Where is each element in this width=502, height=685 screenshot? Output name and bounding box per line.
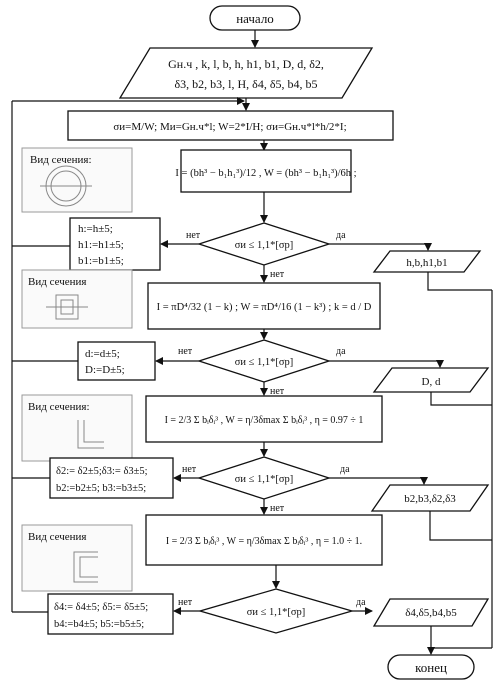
output-1-text: h,b,h1,b1 — [406, 257, 447, 269]
section-label-1: Вид сечения: — [30, 154, 92, 166]
rect-inertia-process: I = (bh³ − b₁h₁³)/12 , W = (bh³ − b₁h₁³)… — [175, 149, 357, 193]
update-2: d:=d±5; D:=D±5; — [77, 341, 156, 381]
angle-inertia-process: I = 2/3 Σ bᵢδᵢ³ , W = η/3δmax Σ bᵢδᵢ³ , … — [145, 395, 383, 443]
update-3-delta: δ2:= δ2±5;δ3:= δ3±5; — [56, 466, 148, 477]
start-label: начало — [236, 11, 274, 26]
decision-4-yes: да — [356, 597, 366, 608]
decision-2-no-down: нет — [270, 386, 285, 397]
decision-3-no: нет — [182, 464, 197, 475]
decision-2: σи ≤ 1,1*[σр] — [196, 339, 332, 383]
channel-formula: I = 2/3 Σ bᵢδᵢ³ , W = η/3δmax Σ bᵢδᵢ³ , … — [166, 536, 362, 547]
decision-2-yes: да — [336, 346, 346, 357]
decision-4-text: σи ≤ 1,1*[σр] — [247, 607, 306, 618]
update-4: δ4:= δ4±5; δ5:= δ5±5; b4:=b4±5; b5:=b5±5… — [47, 593, 174, 635]
output-3: b2,b3,δ2,δ3 — [370, 484, 490, 512]
section-label-3: Вид сечения: — [28, 401, 90, 413]
update-4-delta: δ4:= δ4±5; δ5:= δ5±5; — [54, 602, 148, 613]
output-4: δ4,δ5,b4,b5 — [372, 598, 490, 627]
section-view-channel: Вид сечения — [21, 524, 133, 592]
decision-3-yes: да — [340, 464, 350, 475]
decision-1-text: σи ≤ 1,1*[σр] — [235, 240, 294, 251]
input-line-2: δ3, b2, b3, l, H, δ4, δ5, b4, b5 — [175, 77, 318, 91]
decision-3-no-down: нет — [270, 503, 285, 514]
input-line-1: Gн.ч , k, l, b, h, h1, b1, D, d, δ2, — [168, 57, 324, 71]
channel-inertia-process: I = 2/3 Σ bᵢδᵢ³ , W = η/3δmax Σ bᵢδᵢ³ , … — [145, 514, 383, 566]
angle-formula: I = 2/3 Σ bᵢδᵢ³ , W = η/3δmax Σ bᵢδᵢ³ , … — [165, 415, 364, 426]
stress-formula-process: σи=M/W; Mи=Gн.ч*l; W=2*I/H; σи=Gн.ч*l*h/… — [67, 110, 394, 141]
decision-2-text: σи ≤ 1,1*[σр] — [235, 357, 294, 368]
decision-1: σи ≤ 1,1*[σр] — [196, 222, 332, 266]
output-1: h,b,h1,b1 — [372, 250, 482, 273]
update-1-h: h:=h±5; — [78, 223, 113, 235]
section-label-2: Вид сечения — [28, 276, 86, 288]
decision-1-no-down: нет — [270, 269, 285, 280]
update-1-h1: h1:=h1±5; — [78, 239, 124, 251]
update-2-D: D:=D±5; — [85, 364, 125, 376]
start-terminal: начало — [209, 5, 301, 31]
ring-formula: I = πD⁴/32 (1 − k) ; W = πD⁴/16 (1 − k³)… — [157, 302, 372, 313]
decision-4: σи ≤ 1,1*[σр] — [197, 588, 355, 634]
output-3-text: b2,b3,δ2,δ3 — [404, 493, 456, 505]
decision-4-no: нет — [178, 597, 193, 608]
ring-inertia-process: I = πD⁴/32 (1 − k) ; W = πD⁴/16 (1 − k³)… — [147, 282, 381, 330]
output-2: D, d — [372, 367, 490, 393]
input-parameters: Gн.ч , k, l, b, h, h1, b1, D, d, δ2, δ3,… — [118, 47, 374, 99]
end-terminal: конец — [387, 654, 475, 680]
update-1: h:=h±5; h1:=h1±5; b1:=b1±5; — [69, 217, 161, 271]
rect-formula: I = (bh³ − b₁h₁³)/12 , W = (bh³ − b₁h₁³)… — [175, 168, 356, 179]
section-view-angle: Вид сечения: — [21, 394, 133, 462]
update-4-b: b4:=b4±5; b5:=b5±5; — [54, 619, 144, 630]
update-1-b1: b1:=b1±5; — [78, 255, 124, 267]
stress-formula: σи=M/W; Mи=Gн.ч*l; W=2*I/H; σи=Gн.ч*l*h/… — [113, 121, 346, 133]
end-label: конец — [415, 660, 447, 675]
update-2-d: d:=d±5; — [85, 348, 120, 360]
section-view-ring: Вид сечения: — [21, 147, 133, 213]
output-2-text: D, d — [422, 376, 441, 388]
output-4-text: δ4,δ5,b4,b5 — [405, 607, 457, 619]
decision-1-no: нет — [186, 230, 201, 241]
section-view-box: Вид сечения — [21, 269, 133, 329]
decision-1-yes: да — [336, 230, 346, 241]
section-label-4: Вид сечения — [28, 531, 86, 543]
decision-3-text: σи ≤ 1,1*[σр] — [235, 474, 294, 485]
update-3: δ2:= δ2±5;δ3:= δ3±5; b2:=b2±5; b3:=b3±5; — [49, 457, 174, 499]
decision-2-no: нет — [178, 346, 193, 357]
decision-3: σи ≤ 1,1*[σр] — [196, 456, 332, 500]
update-3-b: b2:=b2±5; b3:=b3±5; — [56, 483, 146, 494]
